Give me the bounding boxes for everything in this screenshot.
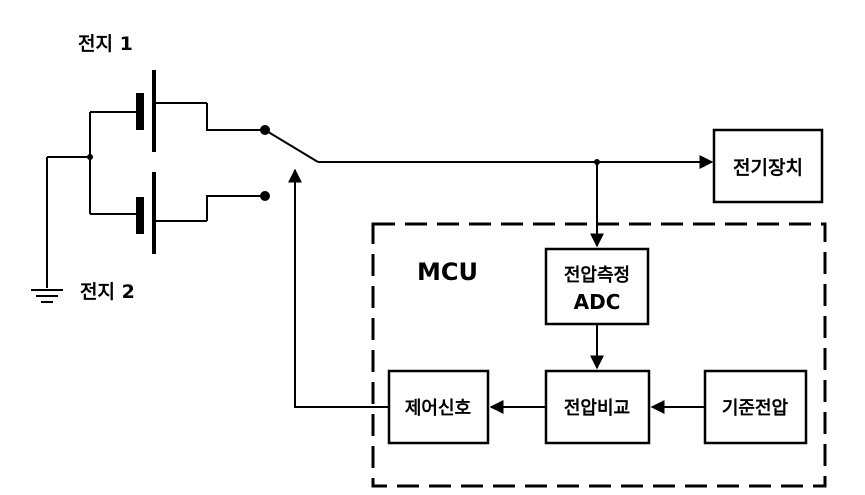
adc-label-line1: 전압측정: [564, 265, 630, 286]
reference-label: 기준전압: [722, 398, 789, 419]
battery1-label: 전지 1: [78, 33, 133, 55]
switch: [260, 125, 319, 201]
control-feedback-arrow: [288, 168, 389, 408]
mcu-label: MCU: [417, 258, 478, 286]
battery1-symbol: [90, 70, 265, 152]
adc-label-line2: ADC: [574, 290, 621, 314]
battery2-symbol: [90, 172, 265, 254]
control-label: 제어신호: [405, 398, 471, 419]
reference-box: 기준전압: [703, 369, 808, 445]
switch-contact-2: [260, 191, 270, 201]
adc-box: 전압측정 ADC: [544, 247, 650, 326]
device-box: 전기장치: [712, 128, 824, 204]
mcu-boundary: [371, 222, 827, 488]
switch-blade: [264, 129, 319, 163]
compare-label: 전압비교: [564, 398, 630, 419]
control-box: 제어신호: [387, 369, 490, 445]
ground-symbol: [31, 157, 63, 303]
device-label: 전기장치: [733, 157, 803, 179]
battery2-label: 전지 2: [80, 281, 135, 303]
common-wire: [47, 112, 93, 214]
compare-box: 전압비교: [544, 369, 651, 445]
